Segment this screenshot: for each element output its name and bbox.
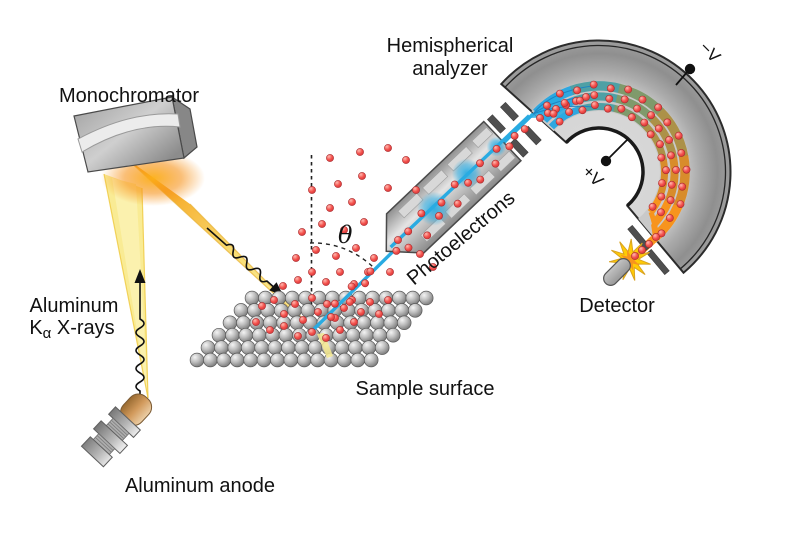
beam-impact-streak [317,333,333,358]
hemispherical-analyzer [499,39,732,276]
aluminum-anode [80,393,153,468]
theta-label: θ [338,221,353,249]
pos-electrode-lead [608,138,629,159]
monochromator [73,95,205,206]
neg-voltage-label: −V [696,38,725,67]
xray-label-line1: Aluminum [30,295,119,317]
xray-wave-arrow-up [134,269,146,399]
xray-label-line2: Kα X-rays [29,317,114,342]
analyzer-body [499,39,732,275]
analyzer-label-line2: analyzer [412,58,488,80]
analyzer-outer-rim-line [504,44,727,270]
sample-label: Sample surface [356,378,495,400]
entrance-slit-plates [487,101,542,158]
detector-flash-core [619,249,641,271]
photoelectron-dots [252,80,691,342]
neg-electrode-terminal [684,63,696,75]
exit-slit-plates [627,224,670,276]
analyzer-label-line1: Hemispherical [387,35,514,57]
detector-capsule [603,258,631,286]
monochromator-mirror [77,113,181,153]
pos-electrode-terminal [600,155,612,167]
inner-hemisphere-edge [565,126,645,208]
theta-angle-arc [309,242,377,271]
electron-focus-glow [451,158,482,189]
detector-label: Detector [579,295,655,317]
xray-beam-anode-to-monochromator [103,173,149,399]
monochromator-label: Monochromator [59,85,199,107]
neg-electrode-lead [675,70,689,86]
anode-label: Aluminum anode [125,475,275,497]
pos-voltage-label: +V [579,162,608,191]
